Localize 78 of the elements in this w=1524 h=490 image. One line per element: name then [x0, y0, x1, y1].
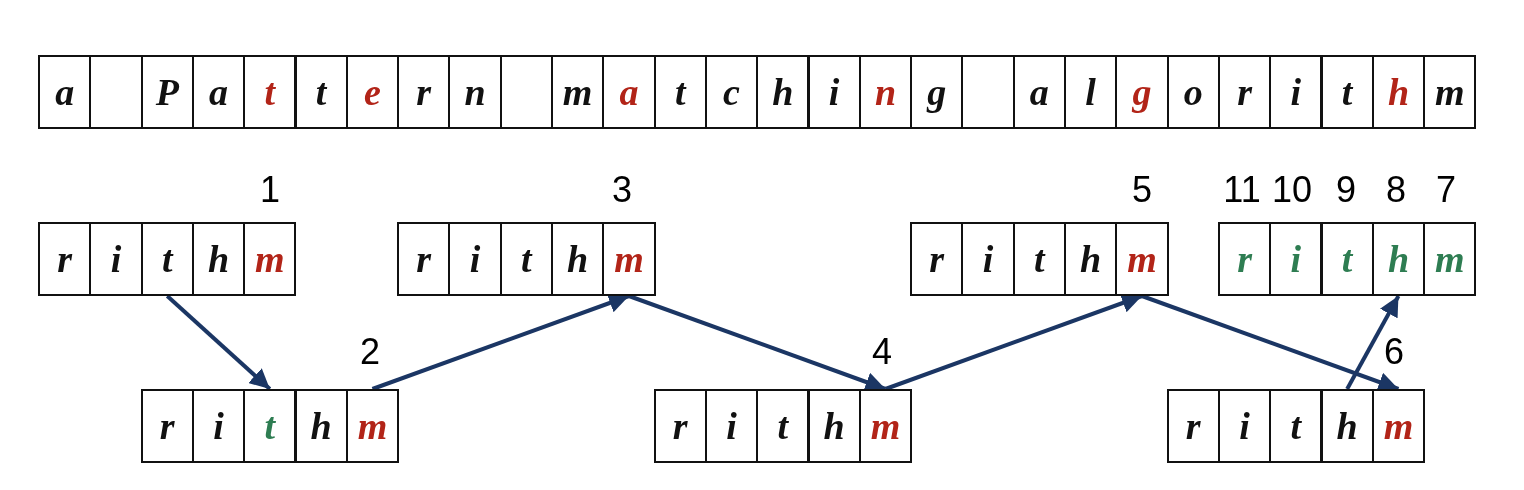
step-number: 7 — [1436, 172, 1456, 208]
letter-cell: m — [1423, 55, 1477, 129]
letter-cell: t — [140, 222, 194, 296]
step-number: 5 — [1132, 172, 1152, 208]
letter-cell: t — [1320, 55, 1374, 129]
empty-cell — [499, 55, 553, 129]
letter-cell: h — [1064, 222, 1118, 296]
letter-cell: i — [89, 222, 143, 296]
letter-cell: i — [448, 222, 502, 296]
letter-cell: h — [807, 389, 861, 463]
letter-cell: i — [807, 55, 861, 129]
letter-cell: r — [38, 222, 92, 296]
letter-cell: a — [1012, 55, 1066, 129]
step-number: 2 — [360, 334, 380, 370]
letter-cell: r — [653, 389, 707, 463]
letter-cell: i — [704, 389, 759, 463]
letter-cell: t — [1012, 222, 1066, 296]
empty-cell — [89, 55, 143, 129]
letter-cell: c — [704, 55, 759, 129]
empty-cell — [961, 55, 1015, 129]
letter-cell: i — [191, 389, 246, 463]
letter-cell: h — [294, 389, 348, 463]
letter-cell: r — [910, 222, 964, 296]
letter-cell: h — [1371, 222, 1426, 296]
step-number: 4 — [872, 334, 892, 370]
letter-cell: n — [858, 55, 913, 129]
step-number: 3 — [612, 172, 632, 208]
letter-cell: r — [397, 55, 451, 129]
letter-cell: a — [602, 55, 656, 129]
letter-cell: a — [38, 55, 92, 129]
letter-cell: m — [345, 389, 400, 463]
step-number: 6 — [1384, 334, 1404, 370]
letter-cell: h — [551, 222, 605, 296]
step-number: 1 — [260, 172, 280, 208]
letter-cell: t — [243, 389, 297, 463]
letter-cell: r — [140, 389, 194, 463]
letter-cell: e — [345, 55, 400, 129]
letter-cell: m — [1115, 222, 1169, 296]
letter-cell: t — [499, 222, 553, 296]
step-number: 11 — [1223, 172, 1261, 208]
letter-cell: h — [1371, 55, 1426, 129]
letter-cell: o — [1166, 55, 1220, 129]
letter-cell: l — [1064, 55, 1118, 129]
letter-cell: n — [448, 55, 502, 129]
letter-cell: g — [1115, 55, 1169, 129]
letter-cell: m — [1371, 389, 1426, 463]
letter-cell: r — [1217, 222, 1272, 296]
letter-cell: a — [191, 55, 246, 129]
letter-cell: t — [243, 55, 297, 129]
letter-cell: t — [653, 55, 707, 129]
letter-cell: t — [1320, 222, 1374, 296]
letter-cell: t — [1269, 389, 1323, 463]
letter-cell: m — [243, 222, 297, 296]
step-number: 9 — [1336, 172, 1356, 208]
arrow — [165, 294, 272, 391]
letter-cell: i — [1269, 222, 1323, 296]
letter-cell: h — [1320, 389, 1374, 463]
arrow — [628, 294, 887, 392]
letter-cell: g — [910, 55, 964, 129]
arrow — [1141, 294, 1400, 392]
arrow — [1345, 295, 1401, 390]
letter-cell: r — [1166, 389, 1220, 463]
letter-cell: t — [294, 55, 348, 129]
step-number: 10 — [1272, 172, 1312, 208]
letter-cell: i — [961, 222, 1015, 296]
letter-cell: m — [551, 55, 605, 129]
step-number: 8 — [1386, 172, 1406, 208]
letter-cell: t — [756, 389, 810, 463]
letter-cell: i — [1217, 389, 1272, 463]
letter-cell: r — [397, 222, 451, 296]
letter-cell: m — [858, 389, 913, 463]
letter-cell: m — [602, 222, 656, 296]
letter-cell: P — [140, 55, 194, 129]
letter-cell: h — [191, 222, 246, 296]
letter-cell: r — [1217, 55, 1272, 129]
letter-cell: m — [1423, 222, 1477, 296]
letter-cell: i — [1269, 55, 1323, 129]
letter-cell: h — [756, 55, 810, 129]
